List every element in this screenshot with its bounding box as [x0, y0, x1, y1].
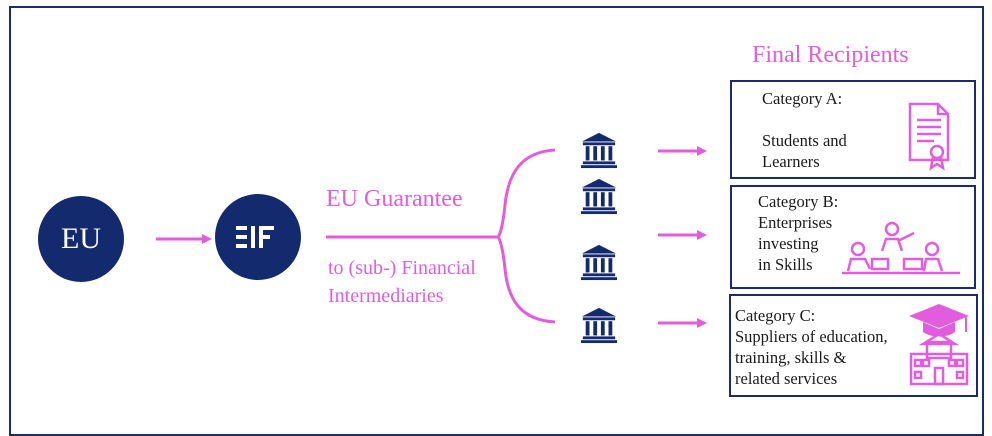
category-b-heading: Category B:	[758, 192, 839, 211]
arrowhead	[697, 146, 707, 156]
category-c-box: Category C: Suppliers of education, trai…	[729, 294, 978, 397]
category-a-box: Category A: Students and Learners	[730, 80, 976, 179]
category-c-line: related services	[735, 369, 838, 388]
arrowhead	[697, 230, 707, 240]
category-a-line: Students and	[762, 131, 847, 150]
school-graduation-icon	[909, 304, 969, 386]
workplace-training-icon	[842, 221, 960, 275]
category-b-line: in Skills	[758, 255, 813, 274]
category-c-heading: Category C:	[735, 306, 816, 325]
eu-guarantee-label: EU Guarantee	[326, 186, 463, 212]
arrowhead	[697, 318, 707, 328]
category-b-box: Category B: Enterprises investing in Ski…	[730, 185, 976, 289]
bank-icon	[580, 178, 618, 215]
category-b-line: Enterprises	[758, 213, 833, 232]
category-a-heading: Category A:	[762, 89, 843, 108]
category-a-line: Learners	[762, 152, 820, 171]
category-c-line: Suppliers of education,	[735, 327, 888, 346]
intermediaries-label: to (sub-) Financial Intermediaries	[328, 257, 476, 307]
connector-layer	[156, 146, 707, 328]
final-recipients-title: Final Recipients	[752, 42, 909, 68]
eu-label: EU	[61, 222, 101, 255]
eu-node: EU	[38, 196, 124, 282]
bank-icon	[580, 132, 618, 169]
category-c-line: training, skills &	[735, 348, 847, 367]
certificate-icon	[908, 102, 950, 171]
eif-logo-icon	[236, 226, 274, 248]
branch-brace	[495, 148, 556, 324]
category-b-line: investing	[758, 234, 819, 253]
eif-node	[215, 194, 301, 280]
arrowhead	[202, 234, 212, 244]
bank-icon	[580, 307, 618, 344]
bank-icon	[580, 244, 618, 281]
